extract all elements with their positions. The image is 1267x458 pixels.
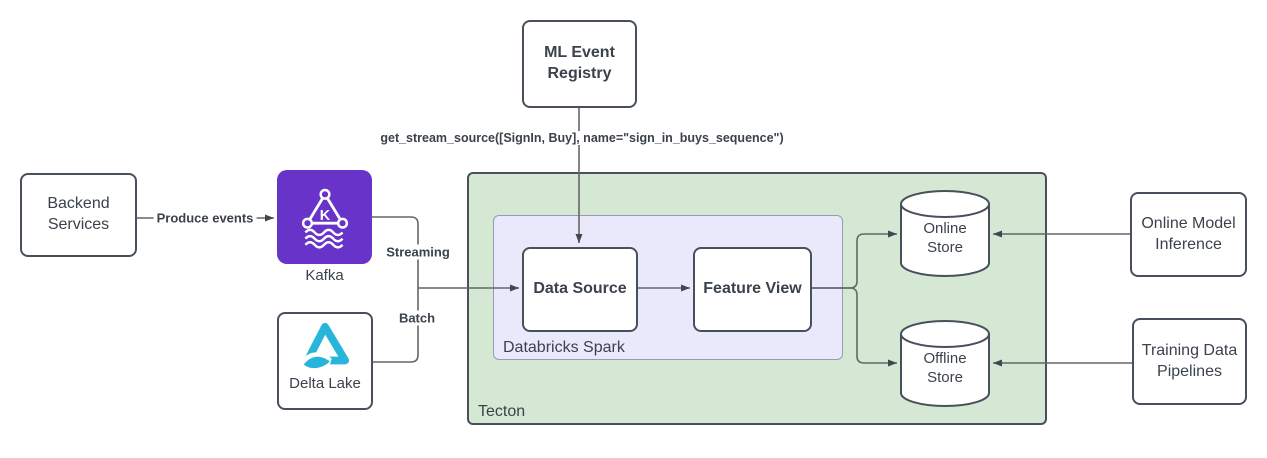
feature-view-node: Feature View <box>693 247 812 332</box>
online-store-cylinder-icon <box>900 190 990 277</box>
offline-store-cylinder-icon <box>900 320 990 407</box>
backend-services-node: Backend Services <box>20 173 137 257</box>
connector-delta-batch <box>373 288 419 363</box>
connector-feature-view-to-offline-store <box>812 287 897 367</box>
ml-event-registry-label: ML Event Registry <box>544 44 615 82</box>
tecton-label: Tecton <box>478 403 526 420</box>
streaming-edge-label: Streaming <box>383 244 453 260</box>
backend-services-label: Backend Services <box>47 195 110 233</box>
kafka-node: K <box>277 170 372 264</box>
ml-event-registry-node: ML Event Registry <box>522 20 637 108</box>
delta-lake-label: Delta Lake <box>289 375 361 392</box>
offline-store-node: Offline Store <box>900 320 990 407</box>
delta-lake-icon <box>298 322 350 372</box>
connector-kafka-streaming <box>372 216 419 288</box>
training-data-pipelines-label: Training Data Pipelines <box>1141 341 1238 380</box>
online-store-node: Online Store <box>900 190 990 277</box>
training-data-pipelines-node: Training Data Pipelines <box>1132 318 1247 405</box>
get-stream-source-edge-label: get_stream_source([SignIn, Buy], name="s… <box>377 131 787 145</box>
kafka-icon: K <box>301 188 348 249</box>
data-source-label: Data Source <box>533 280 627 298</box>
batch-edge-label: Batch <box>395 310 439 326</box>
connector-feature-view-to-online-store <box>812 230 897 289</box>
delta-lake-node: Delta Lake <box>277 312 373 410</box>
online-model-inference-node: Online Model Inference <box>1130 192 1247 277</box>
feature-view-label: Feature View <box>703 280 802 298</box>
offline-store-label: Offline Store <box>923 350 967 386</box>
produce-events-edge-label: Produce events <box>153 210 257 226</box>
online-model-inference-label: Online Model Inference <box>1141 214 1236 253</box>
svg-text:K: K <box>319 208 330 224</box>
kafka-label: Kafka <box>305 267 344 284</box>
online-store-label: Online Store <box>923 220 967 256</box>
databricks-spark-label: Databricks Spark <box>503 339 625 356</box>
data-source-node: Data Source <box>522 247 638 332</box>
